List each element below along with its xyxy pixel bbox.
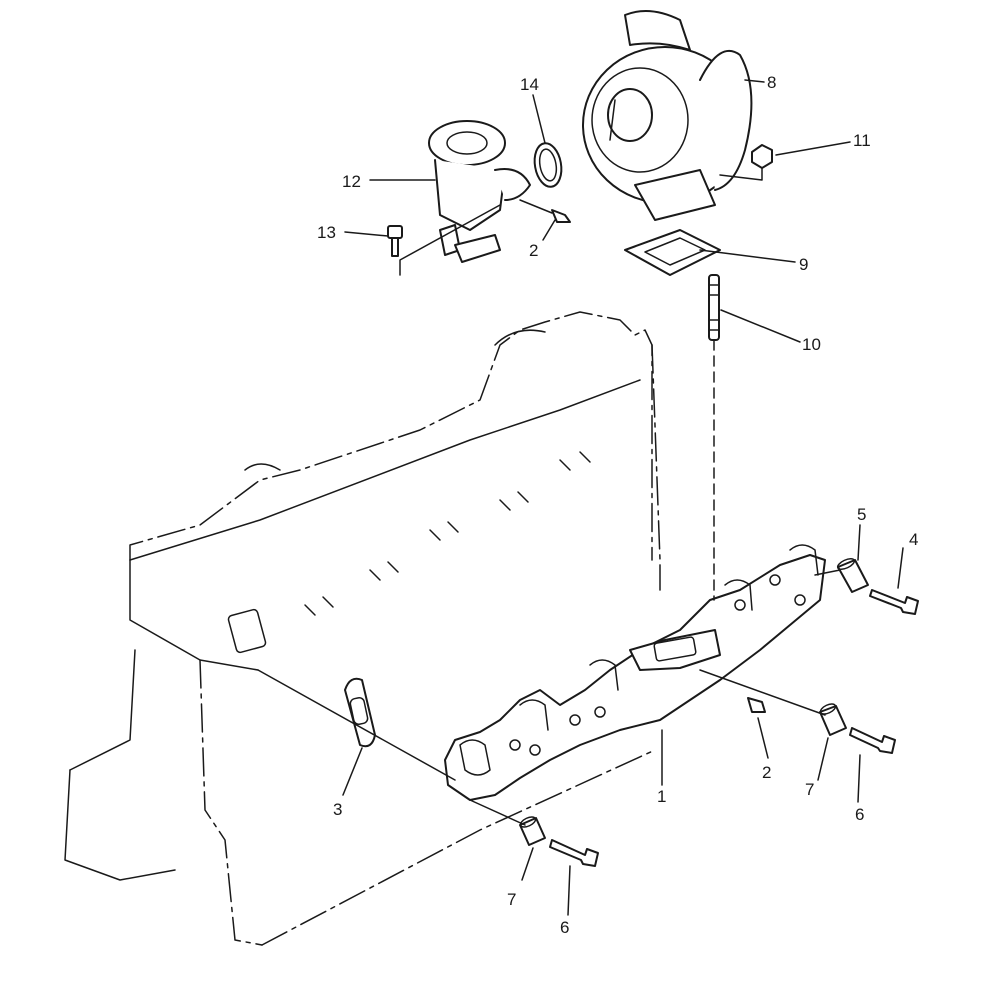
turbo-gasket — [624, 229, 721, 276]
label-part-7-right: 7 — [805, 780, 814, 799]
spacer-7-right — [819, 703, 847, 736]
label-part-3: 3 — [333, 800, 342, 819]
plug-lower — [747, 697, 766, 713]
engine-block-outline — [64, 311, 661, 946]
exhaust-elbow — [399, 120, 531, 276]
exhaust-manifold — [444, 544, 826, 801]
label-part-2-upper: 2 — [529, 241, 538, 260]
elbow-bolt — [387, 225, 403, 257]
plug-upper — [519, 199, 571, 223]
label-part-5: 5 — [857, 505, 866, 524]
label-part-11: 11 — [853, 131, 871, 150]
label-part-4: 4 — [909, 530, 918, 549]
callout-labels: 1 2 2 3 4 5 6 6 7 7 8 9 10 11 12 13 14 — [317, 73, 918, 937]
bolt-6-right — [849, 727, 896, 754]
label-part-14: 14 — [520, 75, 539, 94]
spacer-7-left — [519, 816, 546, 846]
label-part-12: 12 — [342, 172, 361, 191]
label-part-6-left: 6 — [560, 918, 569, 937]
label-part-1: 1 — [657, 787, 666, 806]
assembly-lines — [257, 569, 841, 826]
turbo-nut — [719, 144, 773, 181]
bolt-4 — [869, 589, 919, 615]
label-part-13: 13 — [317, 223, 336, 242]
label-part-9: 9 — [799, 255, 808, 274]
bolt-6-left — [549, 839, 599, 867]
spacer-5 — [836, 557, 869, 593]
label-part-10: 10 — [802, 335, 821, 354]
label-part-2-lower: 2 — [762, 763, 771, 782]
label-part-7-left: 7 — [507, 890, 516, 909]
seal-ring — [533, 142, 563, 188]
manifold-gasket — [344, 677, 376, 748]
turbocharger — [582, 10, 753, 221]
leader-lines — [342, 79, 904, 916]
label-part-6-right: 6 — [855, 805, 864, 824]
turbo-stud — [708, 274, 720, 601]
label-part-8: 8 — [767, 73, 776, 92]
